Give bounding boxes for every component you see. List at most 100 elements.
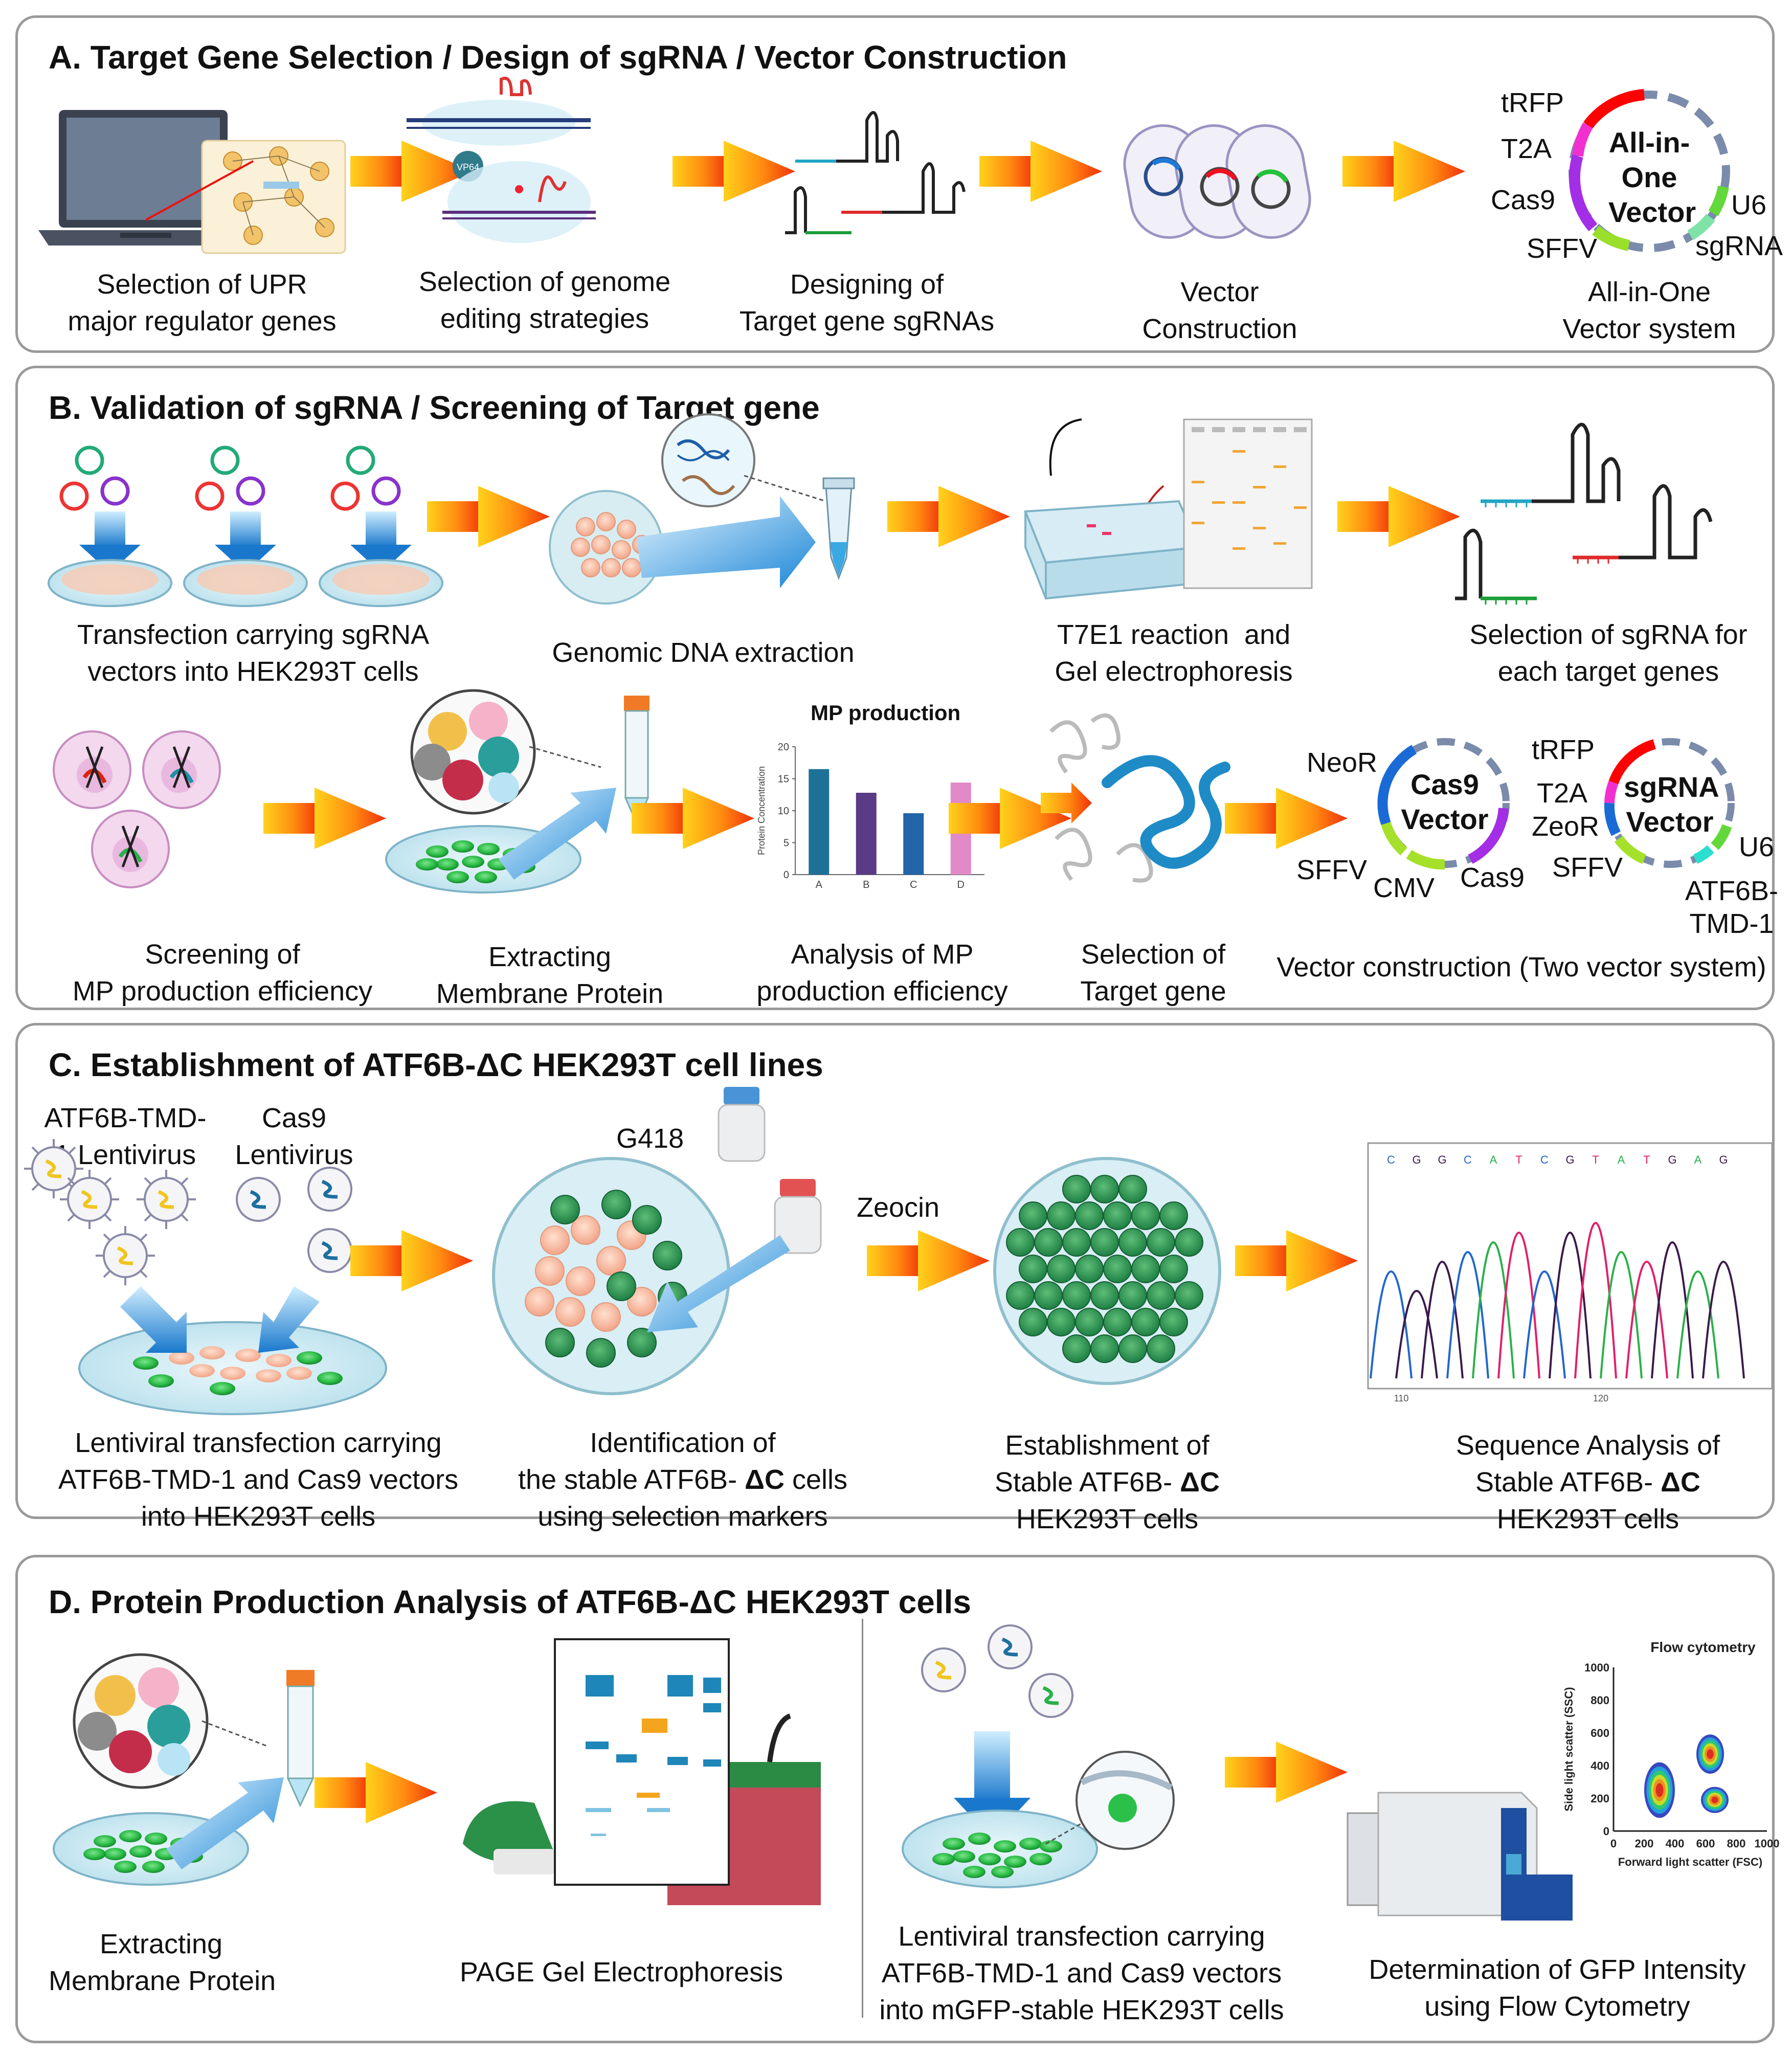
- seq-base-letter: C: [1540, 1153, 1549, 1166]
- seq-base-letter: A: [1694, 1153, 1702, 1166]
- caption-c4b: Stable ATF6B-: [1475, 1467, 1661, 1498]
- stable-green-cell: [1118, 1334, 1147, 1363]
- label-t2a: T2A: [1501, 133, 1552, 164]
- caption-c3b: Stable ATF6B-: [995, 1467, 1180, 1498]
- sgrna-vector-diagram: [1604, 738, 1735, 868]
- label-sgrna: sgRNA: [1695, 231, 1783, 261]
- sgrna-selection-illustration: [1455, 422, 1713, 605]
- caption-c2a: Identification of: [590, 1427, 776, 1458]
- caption-c4a: Sequence Analysis of: [1455, 1430, 1720, 1461]
- seq-peak: [1446, 1251, 1489, 1379]
- panel-d: D. Protein Production Analysis of ATF6B-…: [15, 1555, 1779, 2043]
- arrow-c1: [350, 1230, 473, 1291]
- label-sffv-sgvec: SFFV: [1552, 852, 1623, 883]
- stable-green-cell: [1075, 1255, 1104, 1283]
- seq-base-letter: A: [1618, 1153, 1625, 1166]
- stable-green-cell: [1131, 1308, 1160, 1336]
- gfp-cells-transduction-illustration: [902, 1624, 1175, 1888]
- label-u6-sgvec: U6: [1739, 832, 1775, 862]
- caption-c4c: HEK293T cells: [1496, 1504, 1679, 1534]
- panel-b: B. Validation of sgRNA / Screening of Ta…: [15, 366, 1779, 1010]
- flow-population-contour: [1707, 1749, 1714, 1759]
- flow-x-axis-label: Forward light scatter (FSC): [1618, 1856, 1762, 1868]
- arrow-d2: [1225, 1742, 1348, 1803]
- caption-a2: Selection of genome editing strategies: [418, 266, 671, 334]
- stable-green-cell: [1075, 1201, 1104, 1230]
- delta-c-bold-2: ΔC: [1180, 1467, 1220, 1498]
- chart-y-tick-label: 0: [783, 869, 789, 881]
- caption-b1: Transfection carrying sgRNA vectors into…: [77, 619, 430, 687]
- seq-peak: [1523, 1270, 1566, 1379]
- seq-base-letter: T: [1515, 1153, 1522, 1166]
- label-trfp-sgvec: tRFP: [1532, 734, 1595, 765]
- lentiviral-dish-illustration: [24, 1139, 387, 1415]
- label-sffv: SFFV: [1527, 233, 1598, 264]
- caption-b4: Selection of sgRNA for each target genes: [1469, 619, 1748, 687]
- panel-c: C. Establishment of ATF6B-ΔC HEK293T cel…: [15, 1023, 1775, 1534]
- stable-green-cell: [1090, 1175, 1119, 1203]
- caption-c2-line2: the stable ATF6B- ΔC cells: [499, 1461, 867, 1498]
- flow-population-contour: [1711, 1796, 1718, 1803]
- cas9-vector-diagram: [1377, 738, 1510, 870]
- flow-x-tick-label: 1000: [1755, 1837, 1780, 1850]
- seq-peak: [1625, 1261, 1668, 1379]
- chart-x-tick-label: B: [863, 879, 869, 890]
- flow-y-axis-label: Side light scatter (SSC): [1562, 1687, 1575, 1811]
- caption-a4: Vector Construction: [1142, 277, 1297, 344]
- arrow-b2: [887, 486, 1010, 547]
- stable-green-cell: [1062, 1281, 1091, 1310]
- stable-green-cell: [1147, 1281, 1175, 1310]
- seq-base-letter: G: [1719, 1153, 1728, 1166]
- caption-b8: Selection of Target gene: [1080, 939, 1226, 1007]
- stable-green-cell: [1118, 1228, 1147, 1257]
- stable-green-cell: [1090, 1228, 1119, 1257]
- chart-title: MP production: [811, 701, 961, 725]
- stable-green-cell: [1175, 1281, 1203, 1310]
- caption-c4-line2: Stable ATF6B- ΔC: [1429, 1464, 1746, 1501]
- seq-peak: [1574, 1222, 1617, 1379]
- chart-x-tick-label: D: [957, 879, 965, 890]
- caption-b6: Extracting Membrane Protein: [436, 942, 664, 1009]
- label-atf6b-tmd1: ATF6B- TMD-1: [1685, 876, 1779, 939]
- seq-peak: [1676, 1270, 1719, 1379]
- selection-markers-dish: [492, 1087, 822, 1395]
- stable-green-cell: [1034, 1281, 1063, 1310]
- caption-c2d: using selection markers: [537, 1501, 828, 1532]
- chart-y-tick-label: 20: [778, 742, 789, 753]
- caption-c2c: cells: [792, 1464, 848, 1495]
- chart-y-tick-label: 15: [778, 774, 789, 785]
- seq-peak: [1421, 1261, 1464, 1379]
- stable-green-cell: [1103, 1255, 1132, 1283]
- seq-base-letter: G: [1565, 1153, 1574, 1166]
- laptop-illustration: [38, 110, 346, 254]
- caption-b9: Vector construction (Two vector system): [1276, 952, 1766, 983]
- svg-text:VP64: VP64: [457, 162, 479, 172]
- panel-a-title: A. Target Gene Selection / Design of sgR…: [49, 39, 1067, 76]
- caption-c3a: Establishment of: [1005, 1430, 1209, 1461]
- lentivirus-cas9-label: Cas9 Lentivirus: [235, 1103, 353, 1170]
- seq-peak: [1472, 1241, 1515, 1379]
- stable-green-cell: [1159, 1255, 1188, 1283]
- arrow-b7: [1225, 788, 1348, 849]
- panel-d-divider: [862, 1619, 863, 2018]
- seq-base-letter: G: [1438, 1153, 1446, 1166]
- caption-c1: Lentiviral transfection carrying ATF6B-T…: [58, 1427, 459, 1532]
- chart-bar-B: [856, 793, 877, 875]
- genome-editing-illustration: VP64: [407, 77, 596, 243]
- arrow-b5: [632, 788, 754, 849]
- caption-a3: Designing of Target gene sgRNAs: [739, 269, 995, 337]
- stable-green-cell: [1062, 1228, 1091, 1257]
- flow-x-tick-label: 400: [1666, 1837, 1685, 1850]
- seq-base-letter: T: [1592, 1153, 1599, 1166]
- stable-green-cell: [1147, 1334, 1175, 1363]
- chart-y-axis-label: Protein Concentration: [756, 766, 767, 855]
- arrow-b4: [263, 788, 386, 849]
- stable-green-cell: [1034, 1228, 1063, 1257]
- flow-x-tick-label: 200: [1635, 1837, 1654, 1850]
- flow-y-tick-label: 800: [1591, 1694, 1609, 1707]
- gel-electrophoresis-illustration: [1024, 418, 1313, 600]
- label-t2a-sgvec: T2A: [1537, 778, 1588, 809]
- caption-b7: Analysis of MP production efficiency: [756, 939, 1008, 1007]
- flow-y-tick-label: 0: [1603, 1825, 1609, 1838]
